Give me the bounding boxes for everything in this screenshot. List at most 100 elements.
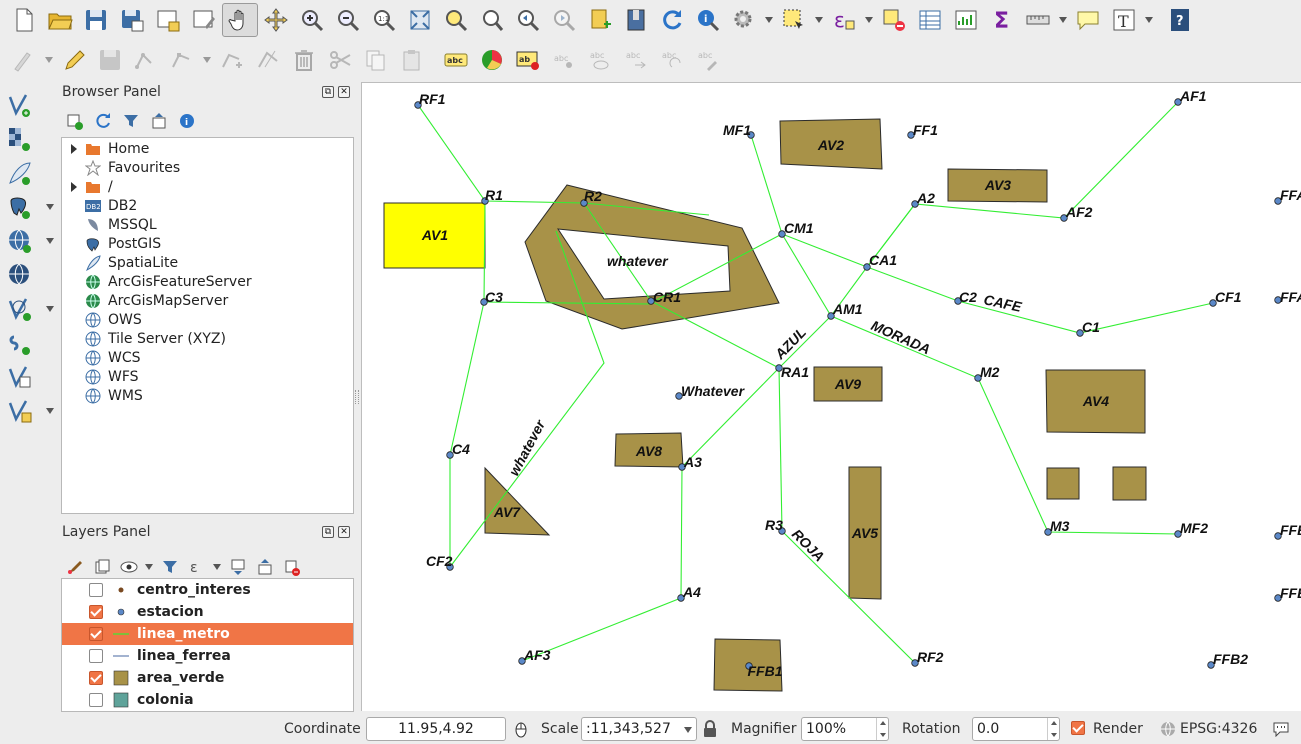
add-virtual-layer-button[interactable] xyxy=(4,326,54,360)
new-bookmark-button[interactable] xyxy=(582,3,618,37)
expand-all-button[interactable] xyxy=(227,557,248,578)
new-project-button[interactable] xyxy=(6,3,42,37)
measure-dropdown[interactable] xyxy=(1056,3,1070,37)
layer-item-linea-ferrea[interactable]: linea_ferrea xyxy=(62,645,353,667)
coordinate-field[interactable]: 11.95,4.92 xyxy=(366,717,506,741)
expression-dropdown[interactable] xyxy=(862,3,876,37)
collapse-all-button[interactable] xyxy=(148,110,169,131)
add-wfs-layer-button[interactable] xyxy=(4,292,54,326)
vertex-dropdown[interactable] xyxy=(200,43,214,77)
add-group-button[interactable] xyxy=(91,557,112,578)
layer-visibility-checkbox[interactable] xyxy=(89,605,103,619)
paste-features-button[interactable] xyxy=(394,43,430,77)
filter-legend-button[interactable] xyxy=(159,557,180,578)
messages-icon[interactable] xyxy=(1272,721,1290,737)
annotation-dropdown[interactable] xyxy=(1142,3,1156,37)
add-selected-layers-button[interactable] xyxy=(64,110,85,131)
browser-item-spatialite[interactable]: SpatiaLite xyxy=(62,253,178,272)
layer-item-linea-metro[interactable]: linea_metro xyxy=(62,623,353,645)
expand-arrow-icon[interactable] xyxy=(68,143,80,155)
select-features-button[interactable] xyxy=(776,3,812,37)
layer-item-area-verde[interactable]: area_verde xyxy=(62,667,353,689)
filter-legend-expression-button[interactable]: ε xyxy=(186,557,207,578)
lock-scale-icon[interactable] xyxy=(703,720,717,738)
remove-layer-button[interactable] xyxy=(281,557,302,578)
split-parts-button[interactable] xyxy=(250,43,286,77)
new-shapefile-button[interactable] xyxy=(4,394,54,428)
crs-label[interactable]: EPSG:4326 xyxy=(1180,721,1258,737)
show-statistics-button[interactable]: Σ xyxy=(984,3,1020,37)
add-postgis-layer-button[interactable] xyxy=(4,190,54,224)
zoom-full-button[interactable] xyxy=(402,3,438,37)
close-panel-button[interactable]: ✕ xyxy=(338,86,350,98)
browser-item-ows[interactable]: OWS xyxy=(62,310,142,329)
measure-line-button[interactable] xyxy=(1020,3,1056,37)
map-tips-button[interactable] xyxy=(1070,3,1106,37)
change-label-button[interactable]: abc xyxy=(690,43,726,77)
open-attribute-table-button[interactable] xyxy=(912,3,948,37)
select-dropdown[interactable] xyxy=(812,3,826,37)
layer-visibility-checkbox[interactable] xyxy=(89,627,103,641)
manage-visibility-button[interactable] xyxy=(118,557,139,578)
layer-visibility-checkbox[interactable] xyxy=(89,649,103,663)
refresh-browser-button[interactable] xyxy=(92,110,113,131)
add-vector-layer-button[interactable] xyxy=(4,88,54,122)
browser-item-favourites[interactable]: Favourites xyxy=(62,158,180,177)
deselect-all-button[interactable] xyxy=(876,3,912,37)
layer-item-colonia[interactable]: colonia xyxy=(62,689,353,711)
magnifier-spinbox[interactable]: 100% xyxy=(801,717,889,741)
add-part-button[interactable] xyxy=(214,43,250,77)
new-print-layout-button[interactable] xyxy=(150,3,186,37)
layer-labeling-button[interactable]: abc xyxy=(438,43,474,77)
open-project-button[interactable] xyxy=(42,3,78,37)
vertex-tool-button[interactable] xyxy=(164,43,200,77)
mouse-coordinate-toggle-icon[interactable] xyxy=(512,720,530,738)
panel-splitter[interactable] xyxy=(355,390,359,404)
current-edits-button[interactable] xyxy=(6,43,42,77)
toggle-editing-button[interactable] xyxy=(56,43,92,77)
collapse-all-layers-button[interactable] xyxy=(254,557,275,578)
layer-visibility-checkbox[interactable] xyxy=(89,693,103,707)
zoom-out-button[interactable] xyxy=(330,3,366,37)
layout-manager-button[interactable] xyxy=(186,3,222,37)
show-bookmarks-button[interactable] xyxy=(618,3,654,37)
zoom-to-selection-button[interactable] xyxy=(438,3,474,37)
float-panel-button[interactable]: ⧉ xyxy=(322,526,334,538)
layer-visibility-checkbox[interactable] xyxy=(89,671,103,685)
rotation-spin-buttons[interactable] xyxy=(1047,718,1059,740)
browser-item-[interactable]: / xyxy=(62,177,113,196)
action-dropdown[interactable] xyxy=(762,3,776,37)
render-checkbox[interactable] xyxy=(1071,721,1085,735)
zoom-in-button[interactable] xyxy=(294,3,330,37)
browser-item-arcgismapserver[interactable]: ArcGisMapServer xyxy=(62,291,228,310)
text-annotation-button[interactable]: T xyxy=(1106,3,1142,37)
delete-selected-button[interactable] xyxy=(286,43,322,77)
layer-visibility-checkbox[interactable] xyxy=(89,583,103,597)
statistical-summary-button[interactable] xyxy=(948,3,984,37)
browser-item-tile-server-xyz[interactable]: Tile Server (XYZ) xyxy=(62,329,226,348)
zoom-next-button[interactable] xyxy=(546,3,582,37)
identify-features-button[interactable]: i xyxy=(690,3,726,37)
rotate-label-button[interactable]: abc xyxy=(654,43,690,77)
add-raster-layer-button[interactable] xyxy=(4,122,54,156)
move-label-button[interactable]: abc xyxy=(618,43,654,77)
save-project-button[interactable] xyxy=(78,3,114,37)
visibility-dropdown[interactable] xyxy=(145,550,153,584)
expression-filter-dropdown[interactable] xyxy=(213,550,221,584)
zoom-last-button[interactable] xyxy=(510,3,546,37)
diagram-options-button[interactable] xyxy=(474,43,510,77)
add-wms-layer-button[interactable] xyxy=(4,258,54,292)
scale-combobox[interactable]: :11,343,527 xyxy=(581,717,697,741)
pan-map-button[interactable] xyxy=(222,3,258,37)
add-delimited-text-button[interactable] xyxy=(4,360,54,394)
browser-item-home[interactable]: Home xyxy=(62,139,149,158)
magnifier-spin-buttons[interactable] xyxy=(876,718,888,740)
close-panel-button[interactable]: ✕ xyxy=(338,526,350,538)
zoom-native-button[interactable]: 1:1 xyxy=(366,3,402,37)
browser-item-postgis[interactable]: PostGIS xyxy=(62,234,161,253)
browser-item-mssql[interactable]: MSSQL xyxy=(62,215,157,234)
show-hide-labels-button[interactable]: abc xyxy=(582,43,618,77)
select-by-expression-button[interactable]: ε xyxy=(826,3,862,37)
